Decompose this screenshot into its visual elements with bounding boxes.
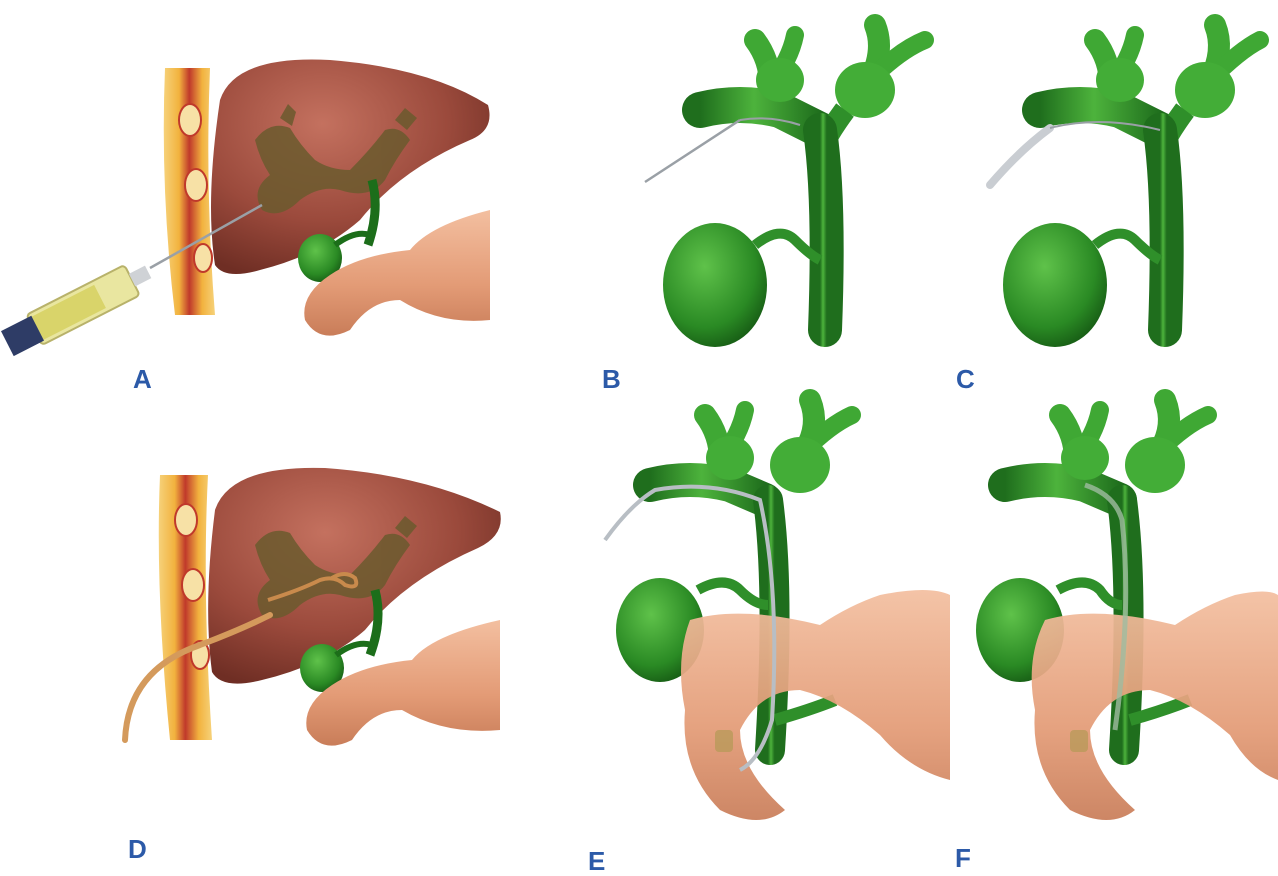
duodenum (1032, 592, 1278, 821)
gallbladder (663, 223, 767, 347)
panel-d-illustration (0, 440, 510, 790)
panel-b: B (620, 0, 950, 360)
panel-label-a: A (133, 366, 152, 392)
common-bile-duct (820, 130, 827, 330)
biliary-tree (1003, 25, 1260, 347)
panel-a: A (0, 0, 500, 360)
panel-label-b: B (602, 366, 621, 392)
catheter-sheath (990, 128, 1050, 185)
panel-label-f: F (955, 845, 971, 871)
panel-c: C (960, 0, 1278, 360)
panel-b-illustration (620, 0, 950, 360)
syringe (0, 257, 156, 359)
panel-label-c: C (956, 366, 975, 392)
panel-e-illustration (590, 390, 950, 830)
gallbladder (1003, 223, 1107, 347)
catheter-band (715, 730, 733, 752)
panel-f-illustration (950, 390, 1278, 830)
panel-d: D (0, 440, 510, 790)
common-bile-duct (1160, 130, 1167, 330)
panel-c-illustration (960, 0, 1278, 360)
guidewire (645, 120, 740, 182)
panel-e: E (590, 390, 950, 830)
panel-f: F (950, 390, 1278, 830)
stent-band (1070, 730, 1088, 752)
panel-label-e: E (588, 848, 605, 874)
panel-label-d: D (128, 836, 147, 862)
biliary-tree (663, 25, 925, 347)
panel-a-illustration (0, 0, 500, 360)
